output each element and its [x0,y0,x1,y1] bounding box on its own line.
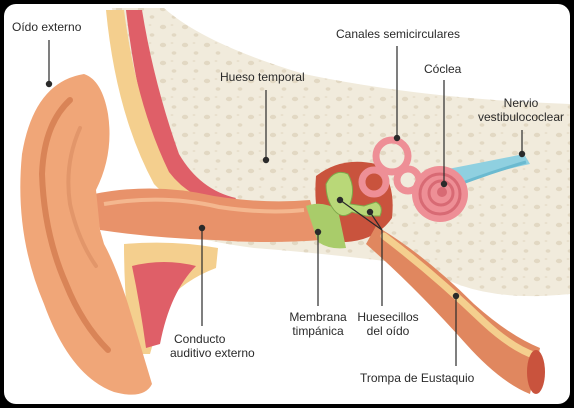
auricle [20,74,152,395]
label-vestibulocochlear-nerve-line2: vestibulococlear [477,110,565,124]
leader-lines [45,40,526,366]
ear-anatomy-illustration [20,8,570,395]
label-tympanic-membrane-line2: timpánica [292,324,344,338]
lower-muscle [132,262,196,348]
label-tympanic-membrane: Membrana timpánica [284,310,352,338]
label-semicircular-canals: Canales semicirculares [336,27,461,41]
ossicles [325,171,382,217]
eustachian-tube [366,226,540,394]
label-ear-canal-line2: auditivo externo [170,346,255,360]
cochlea [412,166,468,222]
cartilage-band [106,10,232,218]
label-vestibulocochlear-nerve-line1: Nervio [503,96,539,110]
auricle-fold [38,97,111,353]
label-ossicles: Huesecillos del oído [354,310,422,338]
label-outer-ear: Oído externo [12,20,82,34]
label-vestibulocochlear-nerve: Nervio vestibulococlear [476,96,566,124]
label-tympanic-membrane-line1: Membrana [289,310,347,324]
temporal-muscle [126,10,236,208]
label-ear-canal-line1: Conducto [174,332,226,346]
tympanic-membrane [306,203,346,249]
eustachian-tube-opening [527,350,545,394]
label-ossicles-line1: Huesecillos [357,310,419,324]
label-ossicles-line2: del oído [366,324,410,338]
label-cochlea: Cóclea [424,62,462,76]
label-eustachian-tube: Trompa de Eustaquio [360,371,475,385]
label-temporal-bone: Hueso temporal [220,70,305,84]
diagram-panel: Oído externo Hueso temporal Canales semi… [4,4,570,404]
ear-canal [94,188,322,242]
label-ear-canal: Conducto auditivo externo [170,332,255,360]
